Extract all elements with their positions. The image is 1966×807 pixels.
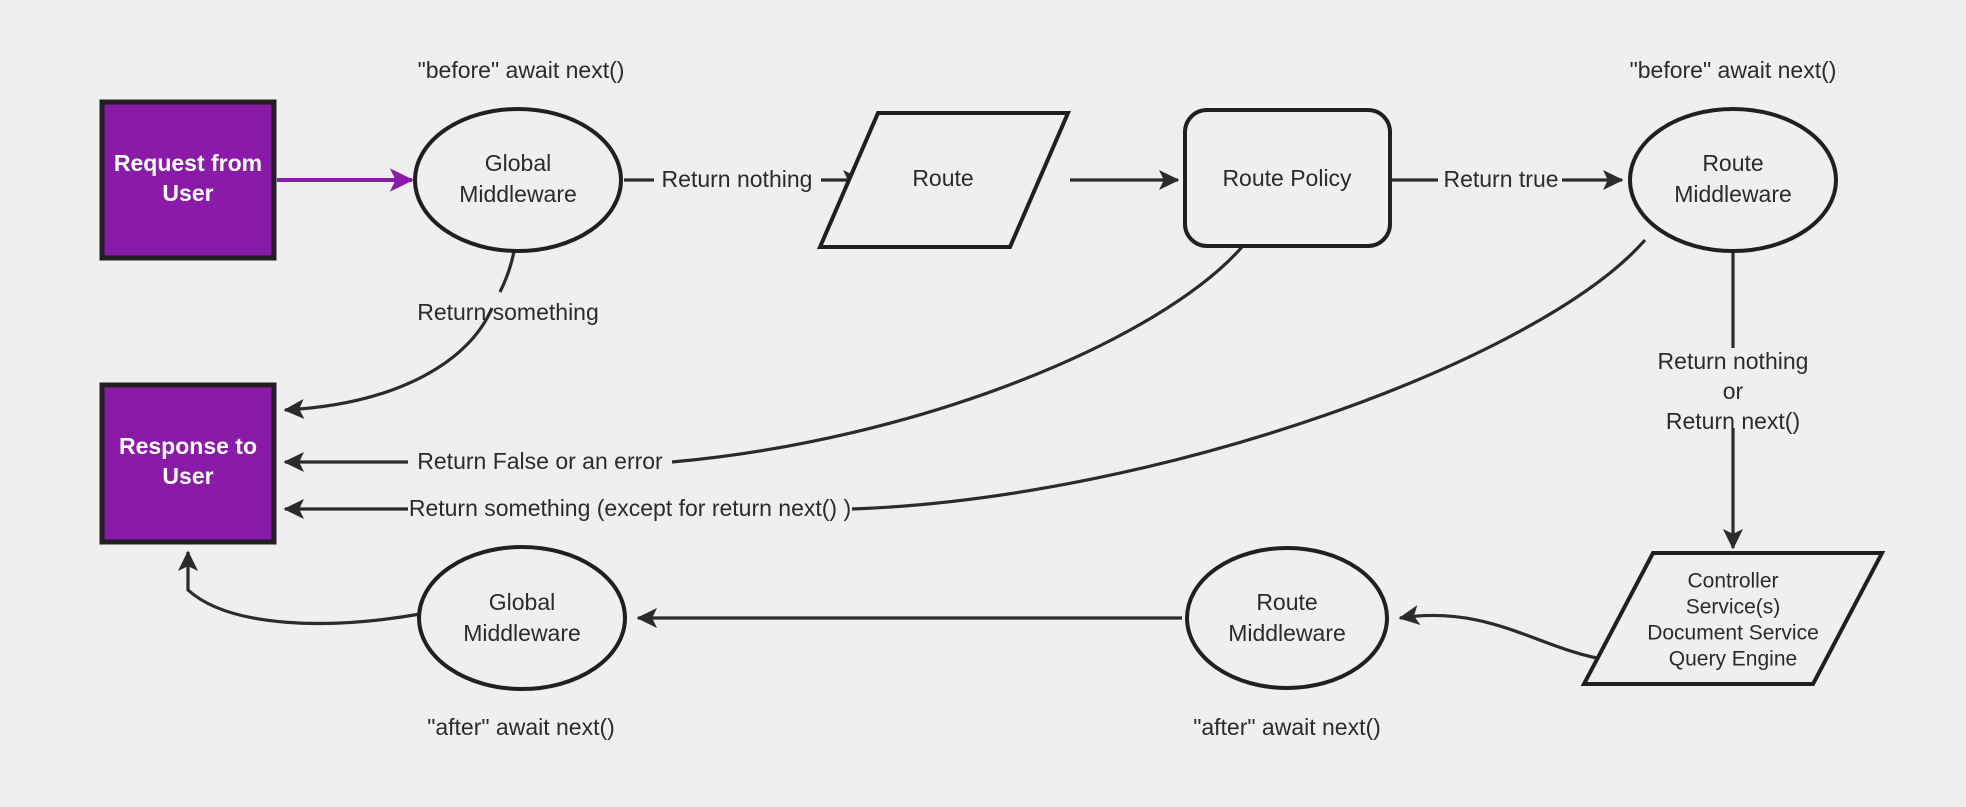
- edge-route-middleware-return-something-curve: [851, 238, 1647, 511]
- node-route-middleware-top[interactable]: [1628, 107, 1838, 253]
- controller-label-line3: Document Service: [1647, 622, 1819, 645]
- edge-label-return-nothing-or-next-line2: or: [1723, 378, 1744, 404]
- node-route-policy[interactable]: [1183, 108, 1392, 248]
- edge-label-return-nothing-or-next-line3: Return next(): [1666, 408, 1800, 434]
- controller-label-line1: Controller: [1687, 570, 1778, 593]
- response-box-label-line2: User: [162, 463, 213, 489]
- edge-controller-to-route-middleware-bottom: [1398, 605, 1609, 662]
- route-label: Route: [912, 165, 973, 191]
- node-route[interactable]: [816, 111, 1072, 249]
- edge-route-policy-return-false-curve: [671, 245, 1244, 464]
- edge-label-return-nothing: Return nothing: [662, 166, 813, 192]
- annotation-after-global-middleware: "after" await next(): [427, 714, 615, 740]
- route-policy-label: Route Policy: [1222, 165, 1352, 191]
- edge-label-return-nothing-or-next-line1: Return nothing: [1658, 348, 1809, 374]
- global-middleware-top-label-line2: Middleware: [459, 181, 577, 207]
- controller-label-line4: Query Engine: [1669, 648, 1797, 671]
- annotation-after-route-middleware: "after" await next(): [1193, 714, 1381, 740]
- node-route-middleware-bottom[interactable]: [1185, 546, 1389, 690]
- node-request-from-user[interactable]: [99, 99, 277, 261]
- global-middleware-bottom-label-line2: Middleware: [463, 620, 581, 646]
- edge-label-return-something-except-next: Return something (except for return next…: [409, 495, 851, 521]
- edge-global-middleware-return-something-lower: [283, 307, 494, 420]
- global-middleware-top-label-line1: Global: [485, 150, 551, 176]
- annotation-before-global-middleware: "before" await next(): [418, 57, 625, 83]
- edge-label-return-something-global: Return something: [417, 299, 599, 325]
- request-box-label-line1: Request from: [114, 150, 262, 176]
- global-middleware-bottom-label-line1: Global: [489, 589, 555, 615]
- route-middleware-bottom-label-line2: Middleware: [1228, 620, 1346, 646]
- edge-label-return-true: Return true: [1443, 166, 1558, 192]
- edge-global-middleware-bottom-to-response: [177, 550, 421, 626]
- edge-label-return-false-or-error: Return False or an error: [417, 448, 663, 474]
- request-box-label-line2: User: [162, 180, 213, 206]
- route-middleware-bottom-label-line1: Route: [1256, 589, 1317, 615]
- response-box-label-line1: Response to: [119, 433, 257, 459]
- node-controller-services[interactable]: [1580, 551, 1886, 686]
- route-middleware-top-label-line2: Middleware: [1674, 181, 1792, 207]
- annotation-before-route-middleware: "before" await next(): [1630, 57, 1837, 83]
- node-response-to-user[interactable]: [99, 382, 277, 545]
- node-global-middleware-bottom[interactable]: [417, 545, 627, 691]
- node-global-middleware-top[interactable]: [413, 107, 623, 253]
- route-middleware-top-label-line1: Route: [1702, 150, 1763, 176]
- controller-label-line2: Service(s): [1686, 596, 1781, 619]
